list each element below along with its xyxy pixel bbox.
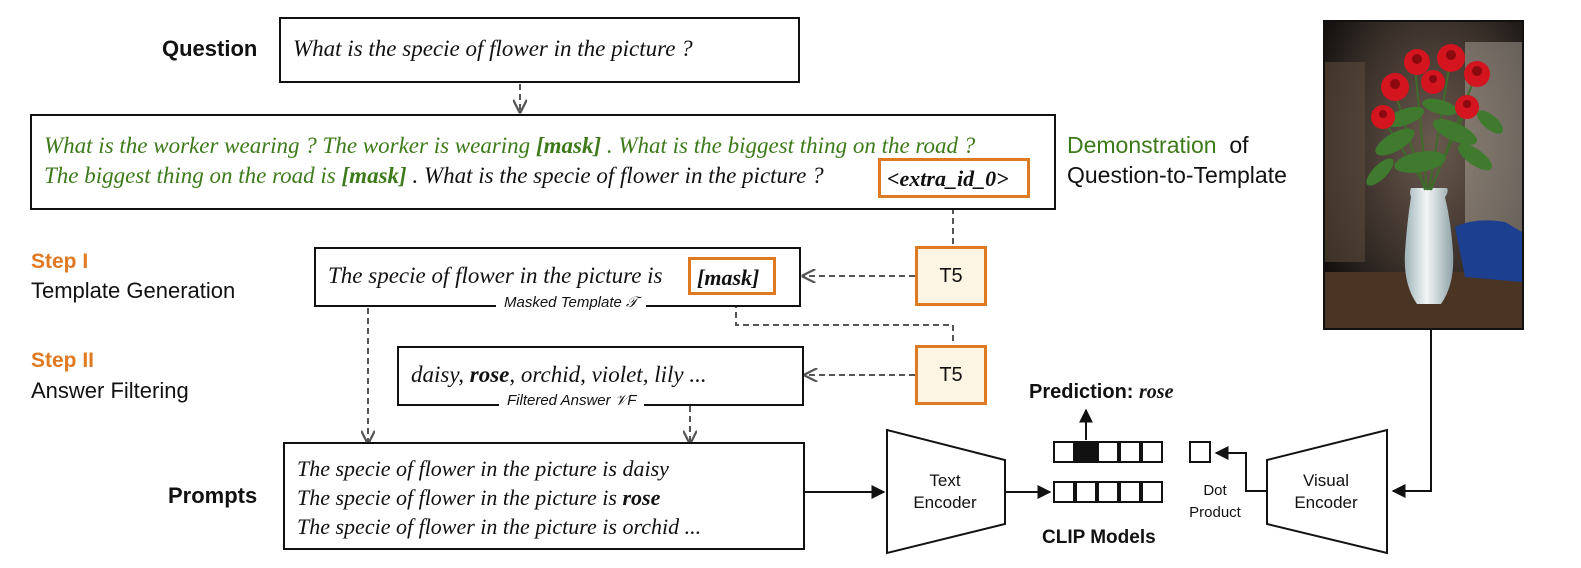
template-mask-box: [mask] [688,257,776,295]
demo-line-2: The biggest thing on the road is [mask] … [44,163,824,189]
t5-generator-box: T5 [915,246,987,306]
embed-cell [1053,441,1075,463]
image-embedding-cell [1189,441,1211,463]
answers-caption: Filtered Answer 𝒱F [499,392,645,409]
dot-product-line1: Dot [1203,482,1227,499]
embed-cell [1097,441,1119,463]
prediction-prefix: Prediction: [1029,381,1140,403]
demo-line1-text-a: What is the worker wearing ? The worker … [44,133,536,158]
question-text: What is the specie of flower in the pict… [293,36,693,61]
answer-rest: , orchid, violet, lily ... [509,362,707,387]
demonstration-word: Demonstration [1067,132,1217,158]
extra-id-token: <extra_id_0> [887,166,1009,191]
text-embed-cell [1119,481,1141,503]
step1-description: Template Generation [31,278,236,303]
text-embed-cell [1141,481,1163,503]
question-box: What is the specie of flower in the pict… [279,17,800,83]
text-embed-cell [1097,481,1119,503]
demo-line1-mask: [mask] [535,133,602,158]
step2-title: Step II [31,349,95,372]
answers-text: daisy, rose, orchid, violet, lily ... [411,362,707,388]
prompt-1: The specie of flower in the picture is d… [297,456,669,481]
answer-rose: rose [469,362,510,387]
input-image [1323,20,1524,330]
step1-title: Step I [31,250,89,273]
embed-cell [1119,441,1141,463]
clip-models-label: CLIP Models [1042,527,1156,548]
prompts-label: Prompts [168,483,258,508]
prompt-2-text: The specie of flower in the picture is [297,485,623,510]
embed-cell [1141,441,1163,463]
demo-line2-text-b: . What is the specie of flower in the pi… [406,163,824,188]
prediction-value: rose [1139,381,1174,403]
template-text: The specie of flower in the picture is [328,263,663,288]
demo-line-1: What is the worker wearing ? The worker … [44,133,975,159]
visual-encoder-label: Visual Encoder [1281,470,1371,514]
template-caption: Masked Template 𝒯 [496,294,646,311]
prompts-box: The specie of flower in the picture is d… [283,442,805,550]
rose-vase-illustration [1325,22,1522,328]
arrow-image-to-visual-encoder [1391,330,1432,498]
prompt-3: The specie of flower in the picture is o… [297,514,702,539]
template-mask: [mask] [697,265,760,290]
t5-filter-box: T5 [915,345,987,405]
embed-cell-selected [1075,441,1097,463]
text-encoder-label: Text Encoder [900,470,990,514]
step2-description: Answer Filtering [31,378,189,403]
extra-id-token-box: <extra_id_0> [878,158,1030,198]
question-label: Question [162,36,258,61]
text-encoder-shape [886,428,1006,555]
arrow-visual-encoder-to-dot [1214,446,1266,492]
visual-encoder-shape [1266,428,1388,555]
dot-product-label: Dot Product [1180,480,1250,524]
demonstration-label-line2: Question-to-Template [1067,162,1287,188]
demonstration-label: Demonstration of [1067,132,1249,159]
prompt-2: The specie of flower in the picture is r… [297,485,660,511]
demo-line2-mask: [mask] [341,163,407,188]
text-encoder-line1: Text [929,471,961,490]
dot-product-line2: Product [1189,504,1241,521]
text-encoder-line2: Encoder [913,493,977,512]
prediction-label: Prediction: rose [1029,381,1173,404]
answer-daisy: daisy, [411,362,470,387]
demo-line2-text-a: The biggest thing on the road is [44,163,342,188]
demo-line1-text-b: . What is the biggest thing on the road … [601,133,976,158]
text-embed-cell [1053,481,1075,503]
line-mask-to-t5-bottom [735,292,954,345]
visual-encoder-line1: Visual [1303,471,1349,490]
text-embed-cell [1075,481,1097,503]
visual-encoder-line2: Encoder [1294,493,1358,512]
prompt-2-answer: rose [622,485,661,510]
demonstration-of: of [1229,132,1249,158]
